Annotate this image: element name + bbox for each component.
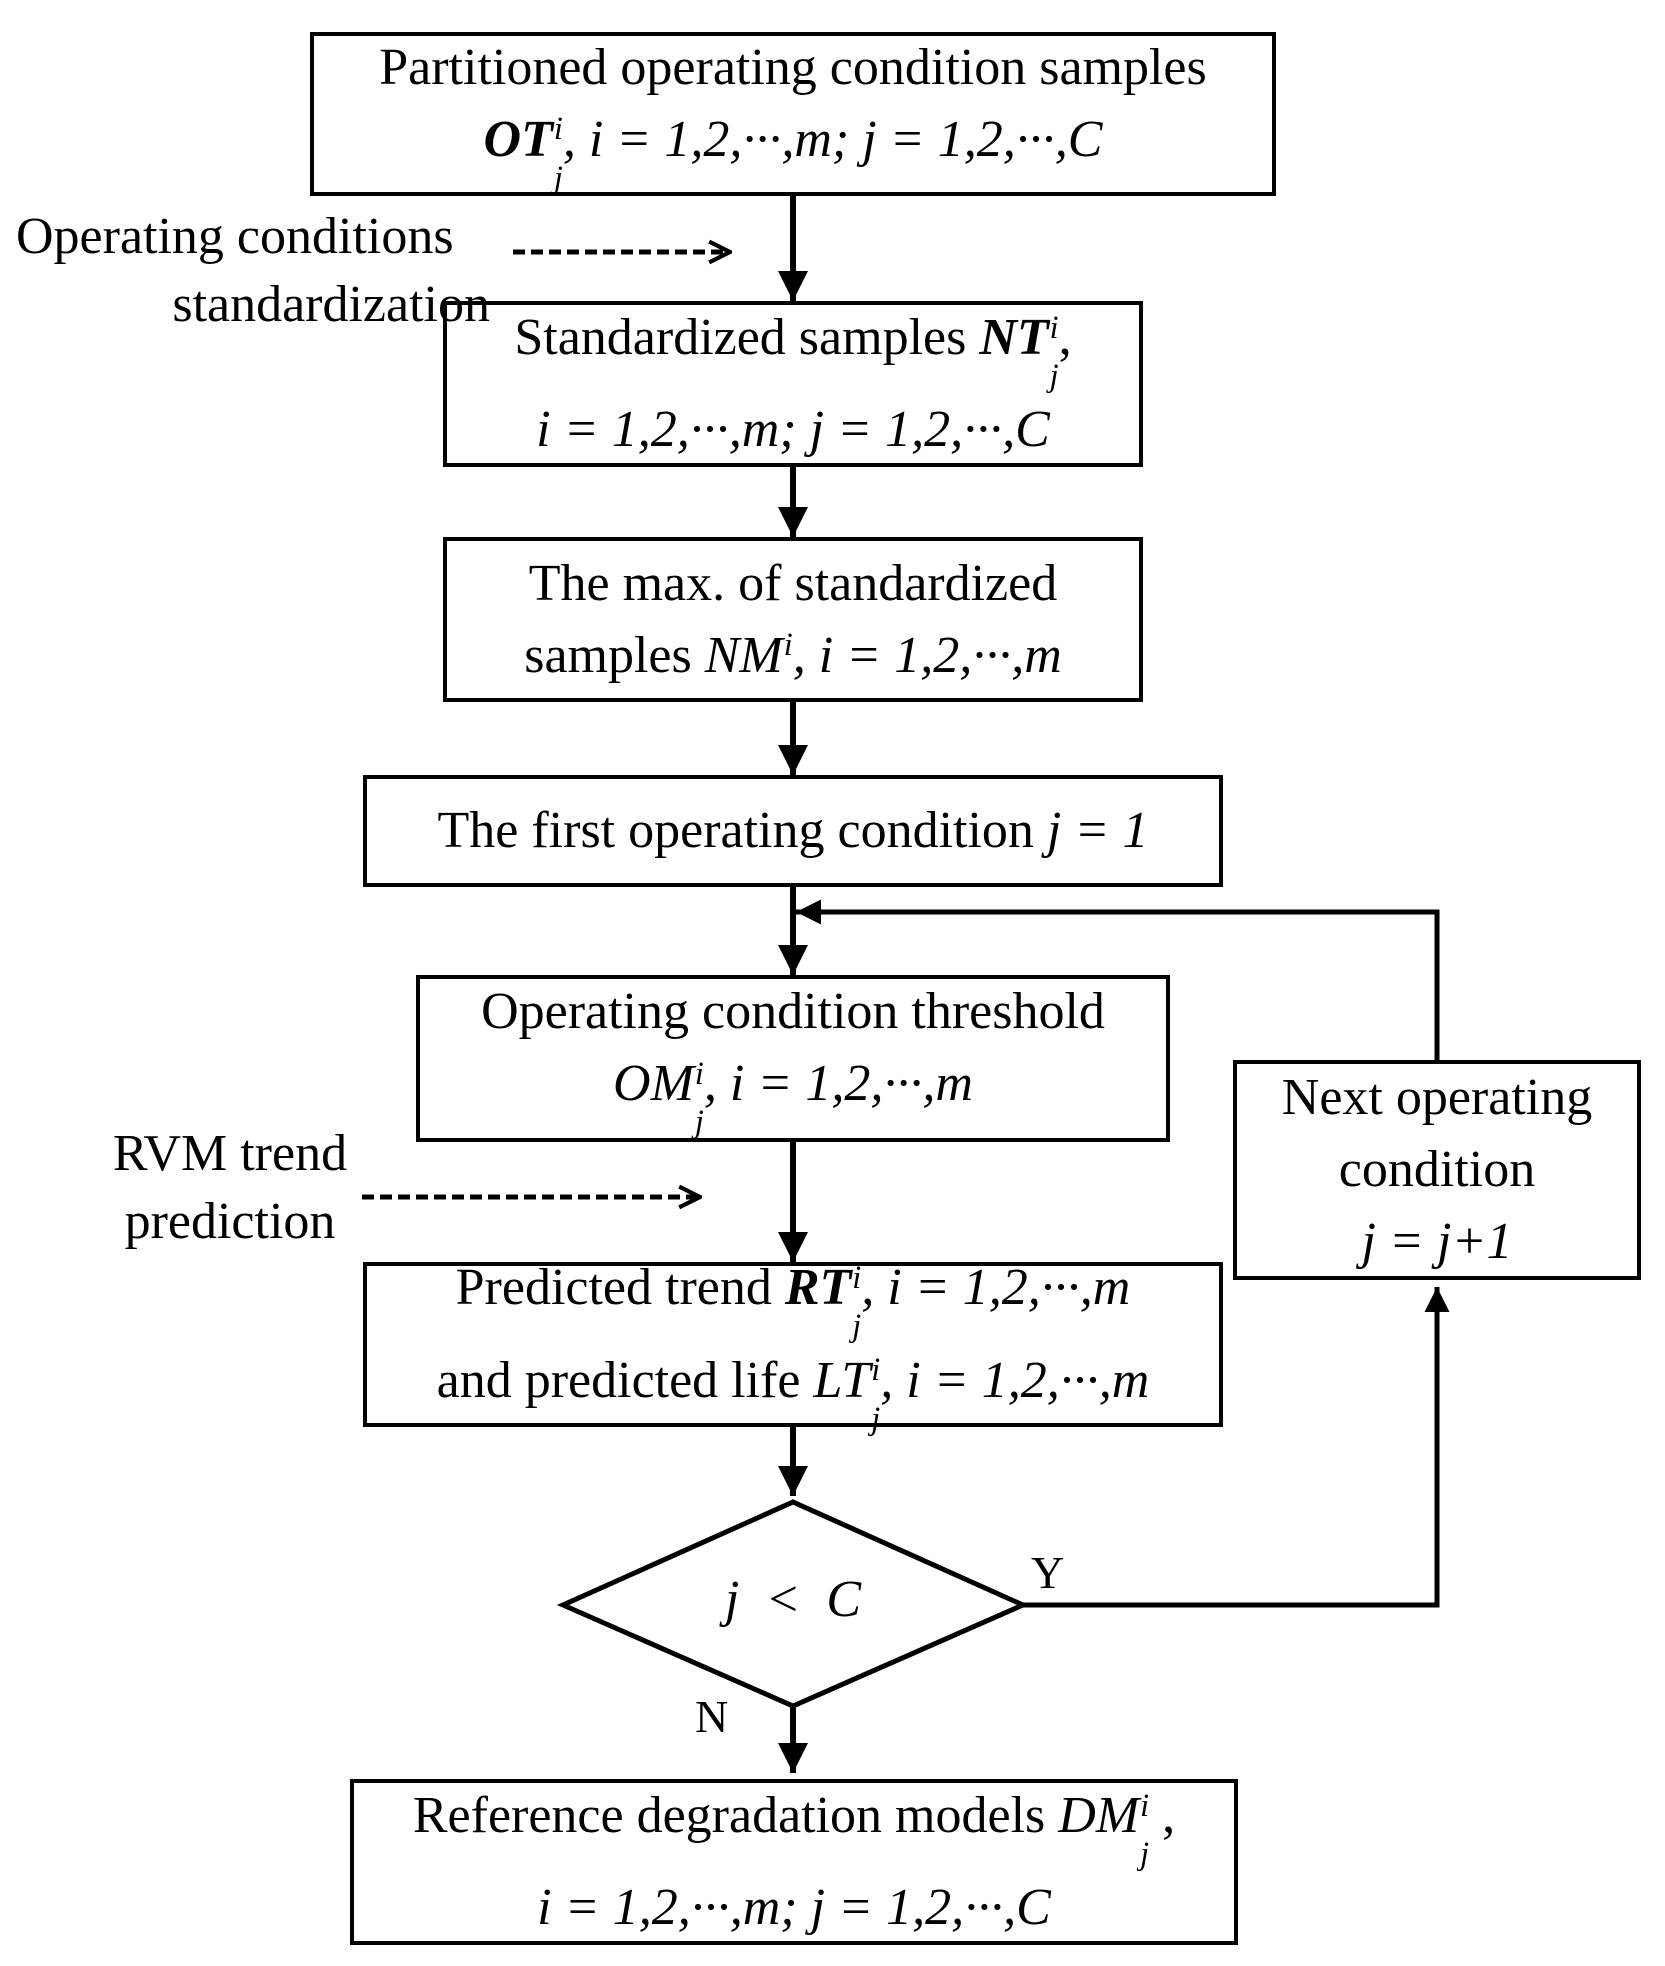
- no-label: N: [695, 1691, 729, 1742]
- standardized-index-range: i = 1,2,···,m; j = 1,2,···,C: [536, 401, 1050, 459]
- standardization-label: Operating conditions standardization: [16, 208, 490, 333]
- symbol-nm: NM: [704, 626, 783, 684]
- symbol-dm: DM: [1058, 1786, 1140, 1844]
- max-standardized-title: The max. of standardized: [528, 554, 1058, 612]
- symbol-rt: RT: [784, 1258, 852, 1316]
- first-condition-expr: j = 1: [1046, 802, 1149, 860]
- next-condition-line1: Next operating: [1281, 1069, 1593, 1127]
- yes-label: Y: [1031, 1547, 1065, 1598]
- partitioned-index-range: , i = 1,2,···,m; j = 1,2,···,C: [562, 110, 1103, 168]
- next-condition-line2: condition: [1338, 1141, 1536, 1199]
- symbol-om: OM: [613, 1055, 694, 1113]
- first-condition-box: The first operating condition j = 1: [363, 775, 1223, 887]
- next-condition-box: Next operating condition j = j+1: [1233, 1060, 1641, 1280]
- decision-text: j < C: [724, 1571, 862, 1628]
- first-condition-text: The first operating condition j = 1: [437, 802, 1149, 860]
- yes-branch-line: [1023, 1287, 1450, 1608]
- decision-diamond: [556, 1499, 1030, 1709]
- partitioned-samples-box: Partitioned operating condition samples …: [310, 32, 1276, 196]
- loop-back-line: [796, 899, 1440, 1060]
- symbol-nt: NT: [979, 308, 1049, 366]
- symbol-lt: LT: [813, 1351, 871, 1409]
- rvm-trend-label: RVM trend prediction: [112, 1125, 348, 1250]
- threshold-title: Operating condition threshold: [481, 983, 1105, 1041]
- partitioned-samples-title: Partitioned operating condition samples: [379, 38, 1207, 96]
- reference-index-range: i = 1,2,···,m; j = 1,2,···,C: [537, 1879, 1051, 1937]
- symbol-ot: OT: [483, 110, 553, 168]
- next-condition-expr: j = j+1: [1361, 1212, 1513, 1270]
